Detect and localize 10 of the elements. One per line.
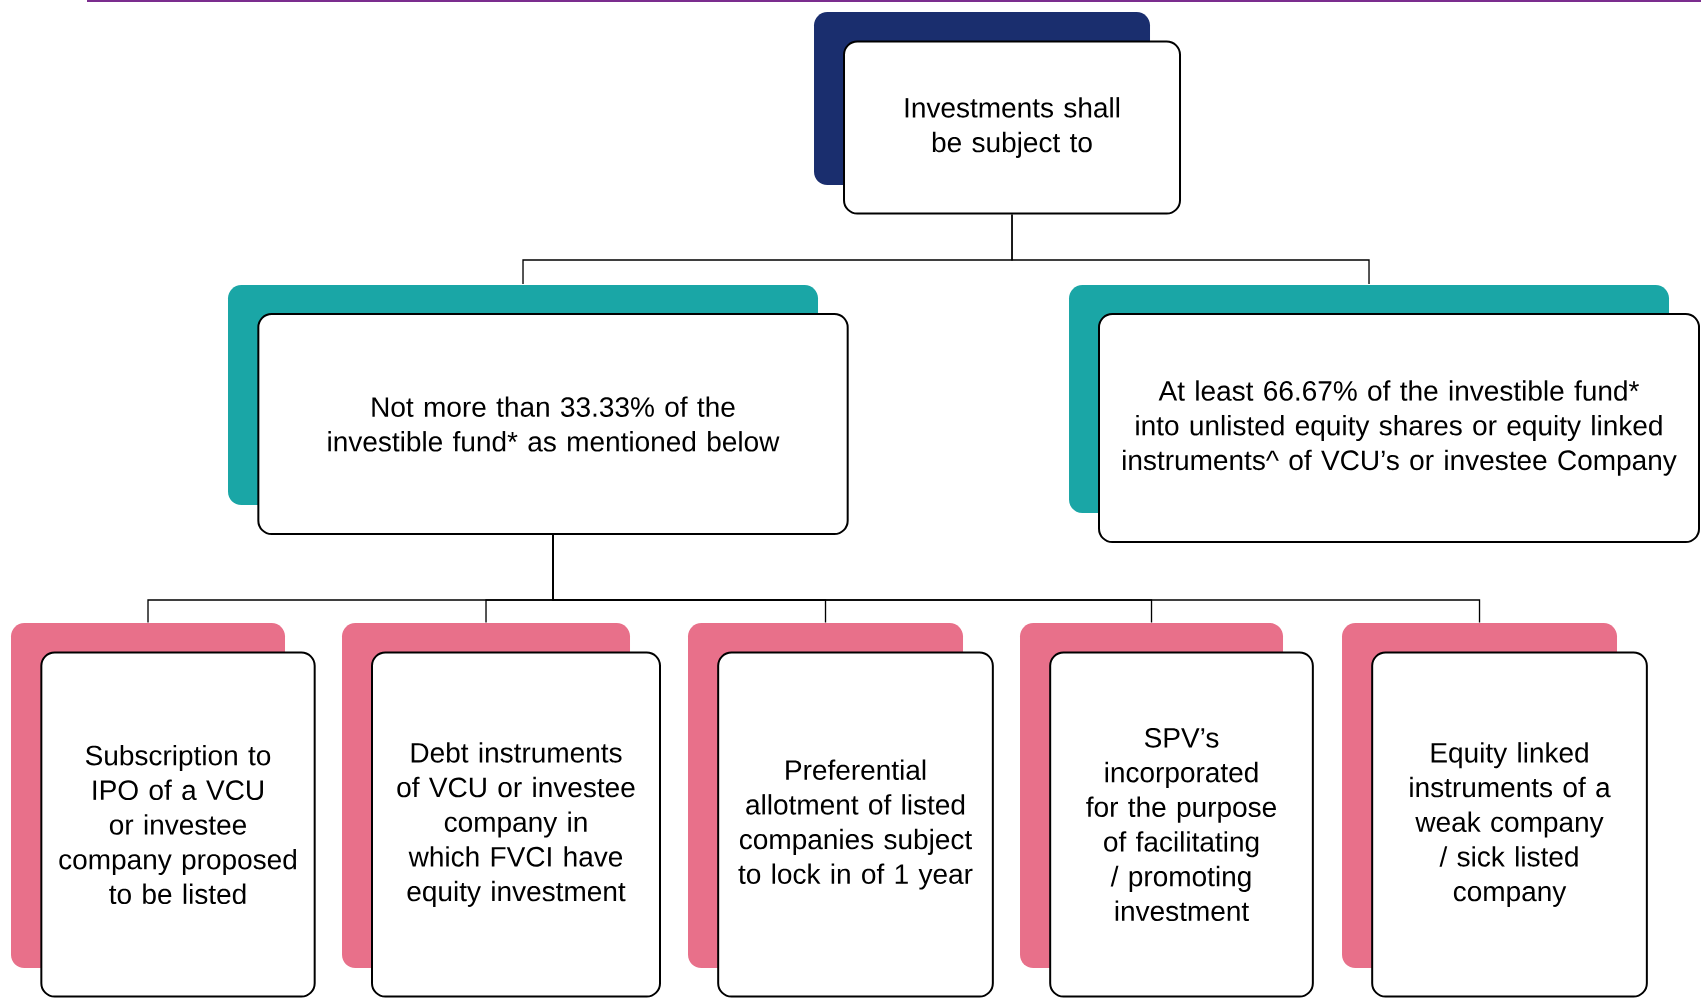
connector xyxy=(1011,213,1370,285)
text-box: SPV’s incorporated for the purpose of facilitating / promoting investment xyxy=(1020,623,1314,998)
text-box: Preferential allotment of listed companies subject to lock in of 1 year xyxy=(688,623,994,998)
text-box: Not more than 33.33% of the investible fund* as mentioned below xyxy=(228,285,849,535)
text-box: Subscription to IPO of a VCU or investee company proposed to be listed xyxy=(11,623,316,998)
text-box: Investments shall be subject to xyxy=(814,12,1181,215)
text-box: At least 66.67% of the investible fund* into unlisted equity shares or equity linked instruments^ of VCU’s or investee Company xyxy=(1069,285,1700,543)
text-box: Debt instruments of VCU or investee company in which FVCI have equity investment xyxy=(342,623,661,998)
connector xyxy=(552,534,1481,624)
text-box: Equity linked instruments of a weak company / sick listed company xyxy=(1342,623,1648,998)
